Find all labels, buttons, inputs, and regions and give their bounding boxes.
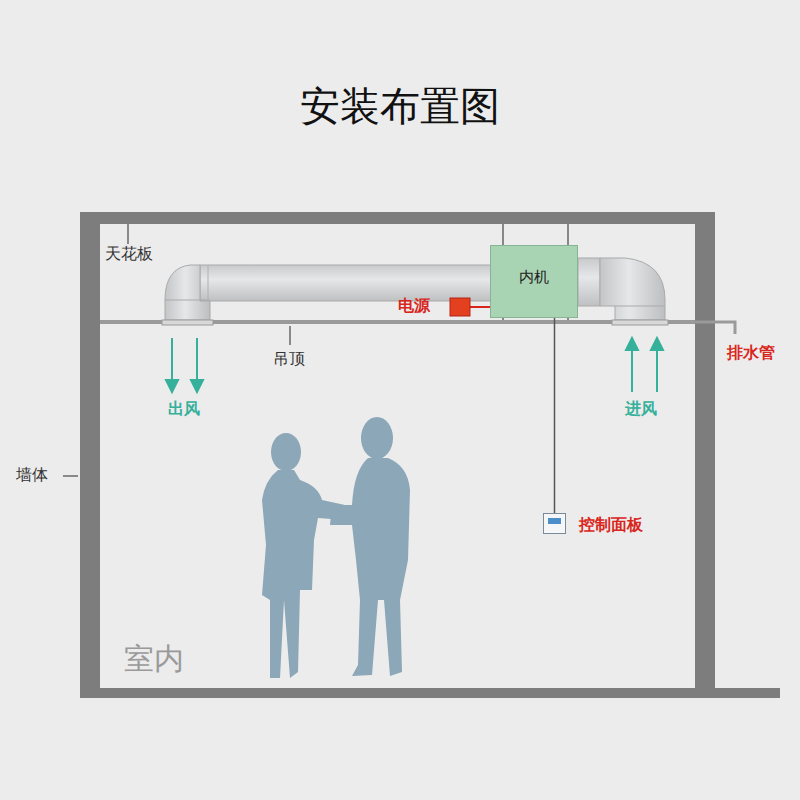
left-wall [80, 212, 100, 692]
panel-screen [548, 518, 561, 524]
indoor-label: 室内 [124, 642, 184, 675]
power-label: 电源 [398, 297, 430, 315]
supply-elbow [165, 265, 210, 320]
ceiling-label: 天花板 [105, 245, 153, 263]
unit-name: 内机 [491, 246, 577, 287]
return-elbow [600, 258, 665, 320]
control-cable [554, 318, 556, 513]
drain-pipe [695, 322, 735, 334]
supply-grille [162, 320, 213, 325]
suspended-ceiling [100, 320, 695, 324]
drain-pipe-label: 排水管 [727, 344, 775, 362]
airflow-arrows [166, 338, 663, 392]
return-air-label: 进风 [625, 400, 657, 418]
wall-label: 墙体 [16, 466, 48, 484]
diagram-title: 安装布置图 [0, 84, 800, 128]
supply-duct [200, 265, 492, 301]
right-wall [695, 212, 715, 692]
control-panel: 控制面板 [543, 513, 566, 534]
power-box [450, 298, 470, 316]
return-grille [612, 320, 668, 325]
people-silhouette [262, 417, 410, 678]
ceiling-slab [80, 212, 715, 224]
leader-lines [63, 224, 290, 476]
return-duct [578, 258, 600, 306]
panel-label: 控制面板 [579, 515, 600, 536]
indoor-unit: 内机 [490, 245, 578, 318]
suspended-ceiling-label: 吊顶 [273, 350, 305, 368]
floor [80, 688, 780, 698]
supply-air-label: 出风 [168, 400, 200, 418]
